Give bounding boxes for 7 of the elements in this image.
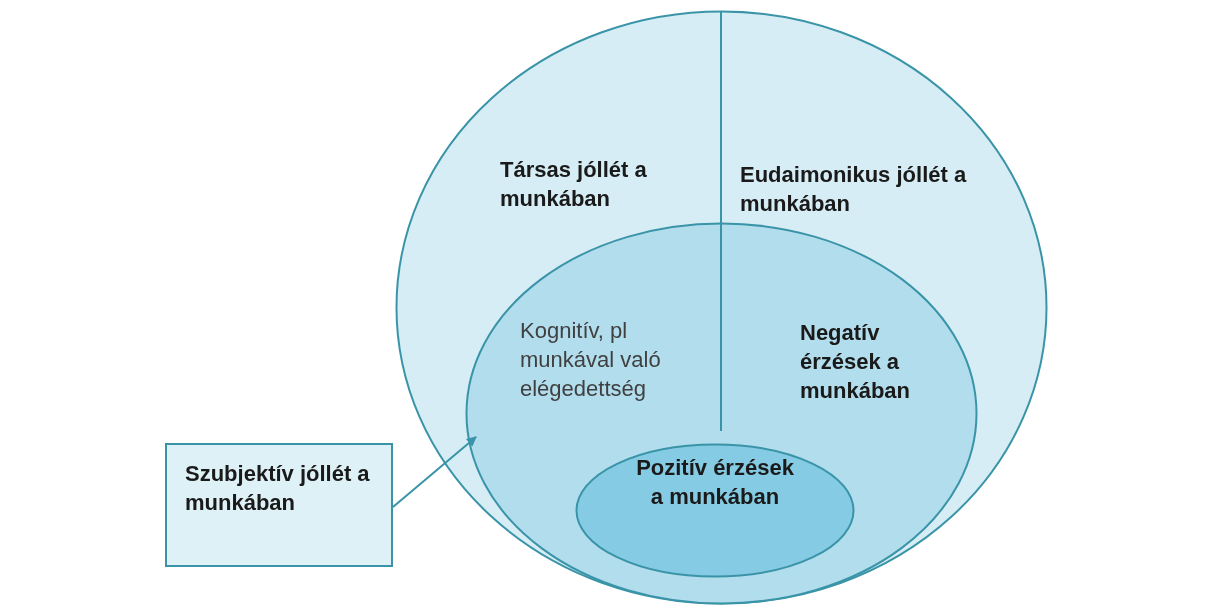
region-label: Eudaimonikus jóllét a munkában bbox=[740, 161, 968, 218]
ellipse-label: Pozitív érzések a munkában bbox=[635, 454, 795, 511]
region-label: Negatív érzések a munkában bbox=[800, 319, 912, 405]
arrow bbox=[392, 436, 477, 508]
region-label: Társas jóllét a munkában bbox=[500, 156, 648, 213]
box-label: Szubjektív jóllét a munkában bbox=[185, 460, 371, 517]
region-label: Kognitív, pl munkával való elégedettség bbox=[520, 317, 662, 403]
